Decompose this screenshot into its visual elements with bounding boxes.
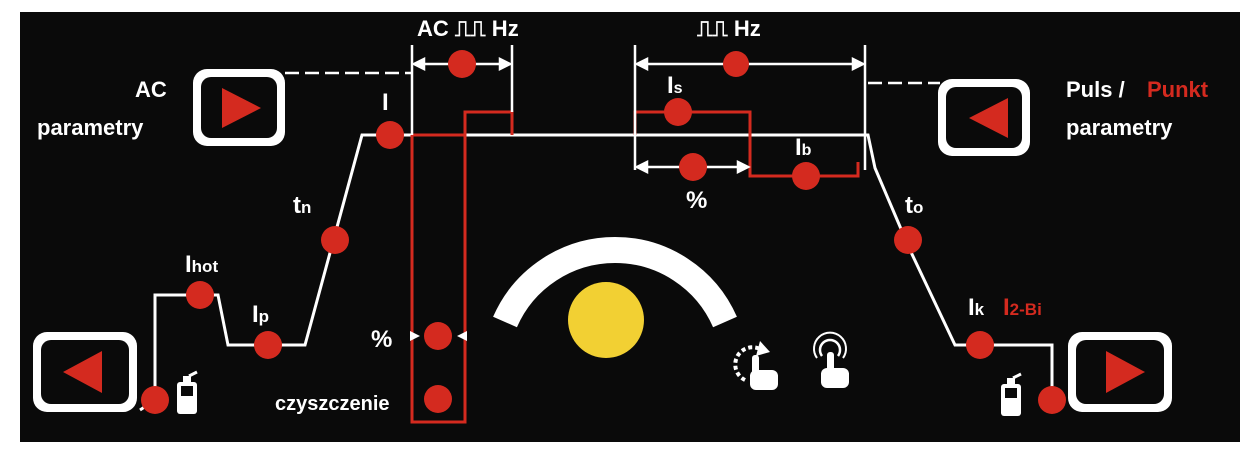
knob-ac-percent[interactable] (424, 322, 452, 350)
label-i-2bi: I2-Bi (1003, 294, 1042, 321)
knob-pulse-percent[interactable] (679, 153, 707, 181)
knob-i-b[interactable] (792, 162, 820, 190)
ac-params-button[interactable] (193, 69, 285, 146)
rotate-hand-icon[interactable] (733, 341, 778, 390)
label-ac-params-1: AC (135, 77, 167, 102)
encoder-knob-icon[interactable] (568, 282, 644, 358)
knob-i-s[interactable] (664, 98, 692, 126)
current-curve (139, 133, 1065, 412)
knob-i-main[interactable] (376, 121, 404, 149)
triangle-left-icon (63, 351, 102, 393)
knob-i-hot[interactable] (186, 281, 214, 309)
label-pulse-percent: % (686, 187, 707, 214)
label-pulse-hz: ⎍⎍ Hz (697, 16, 761, 41)
knob-t-o[interactable] (894, 226, 922, 254)
label-i-hot: Ihot (185, 251, 218, 278)
encoder-arc (493, 237, 737, 328)
ac-balance-pointer (410, 331, 467, 341)
label-t-n: tn (293, 192, 311, 219)
knob-i-p[interactable] (254, 331, 282, 359)
triangle-right-icon (1106, 351, 1145, 393)
knob-gas-pre[interactable] (141, 386, 169, 414)
gas-bottle-icon (1001, 372, 1022, 416)
label-i-k: Ik (968, 294, 985, 321)
knob-gas-post[interactable] (1038, 386, 1066, 414)
nav-left-button[interactable] (33, 332, 137, 412)
ac-balance-box (410, 110, 514, 424)
pulse-duty-arrow (634, 159, 751, 175)
label-i-b: Ib (795, 134, 812, 161)
pulse-frequency-arrow (634, 56, 866, 72)
knob-ac-frequency[interactable] (448, 50, 476, 78)
label-puls: Puls / (1066, 77, 1125, 102)
knob-t-n[interactable] (321, 226, 349, 254)
triangle-right-icon (222, 88, 261, 128)
triangle-left-icon (969, 98, 1008, 138)
label-ac-hz: AC ⎍⎍ Hz (417, 16, 519, 41)
label-ac-percent: % (371, 326, 392, 353)
label-punkt: Punkt (1147, 77, 1209, 102)
label-i-p: Ip (252, 301, 269, 328)
tap-hand-icon[interactable] (813, 331, 849, 388)
label-cleaning: czyszczenie (275, 393, 390, 415)
nav-right-button[interactable] (1068, 332, 1172, 412)
label-t-o: to (905, 192, 923, 219)
knob-pulse-frequency[interactable] (723, 51, 749, 77)
label-i-s: Is (667, 72, 683, 99)
label-puls-params-2: parametry (1066, 115, 1173, 140)
gas-bottle-icon (177, 370, 198, 414)
label-ac-params-2: parametry (37, 115, 144, 140)
puls-params-button[interactable] (938, 79, 1030, 156)
knob-i-k[interactable] (966, 331, 994, 359)
knob-cleaning[interactable] (424, 385, 452, 413)
label-i-main: I (382, 89, 389, 116)
